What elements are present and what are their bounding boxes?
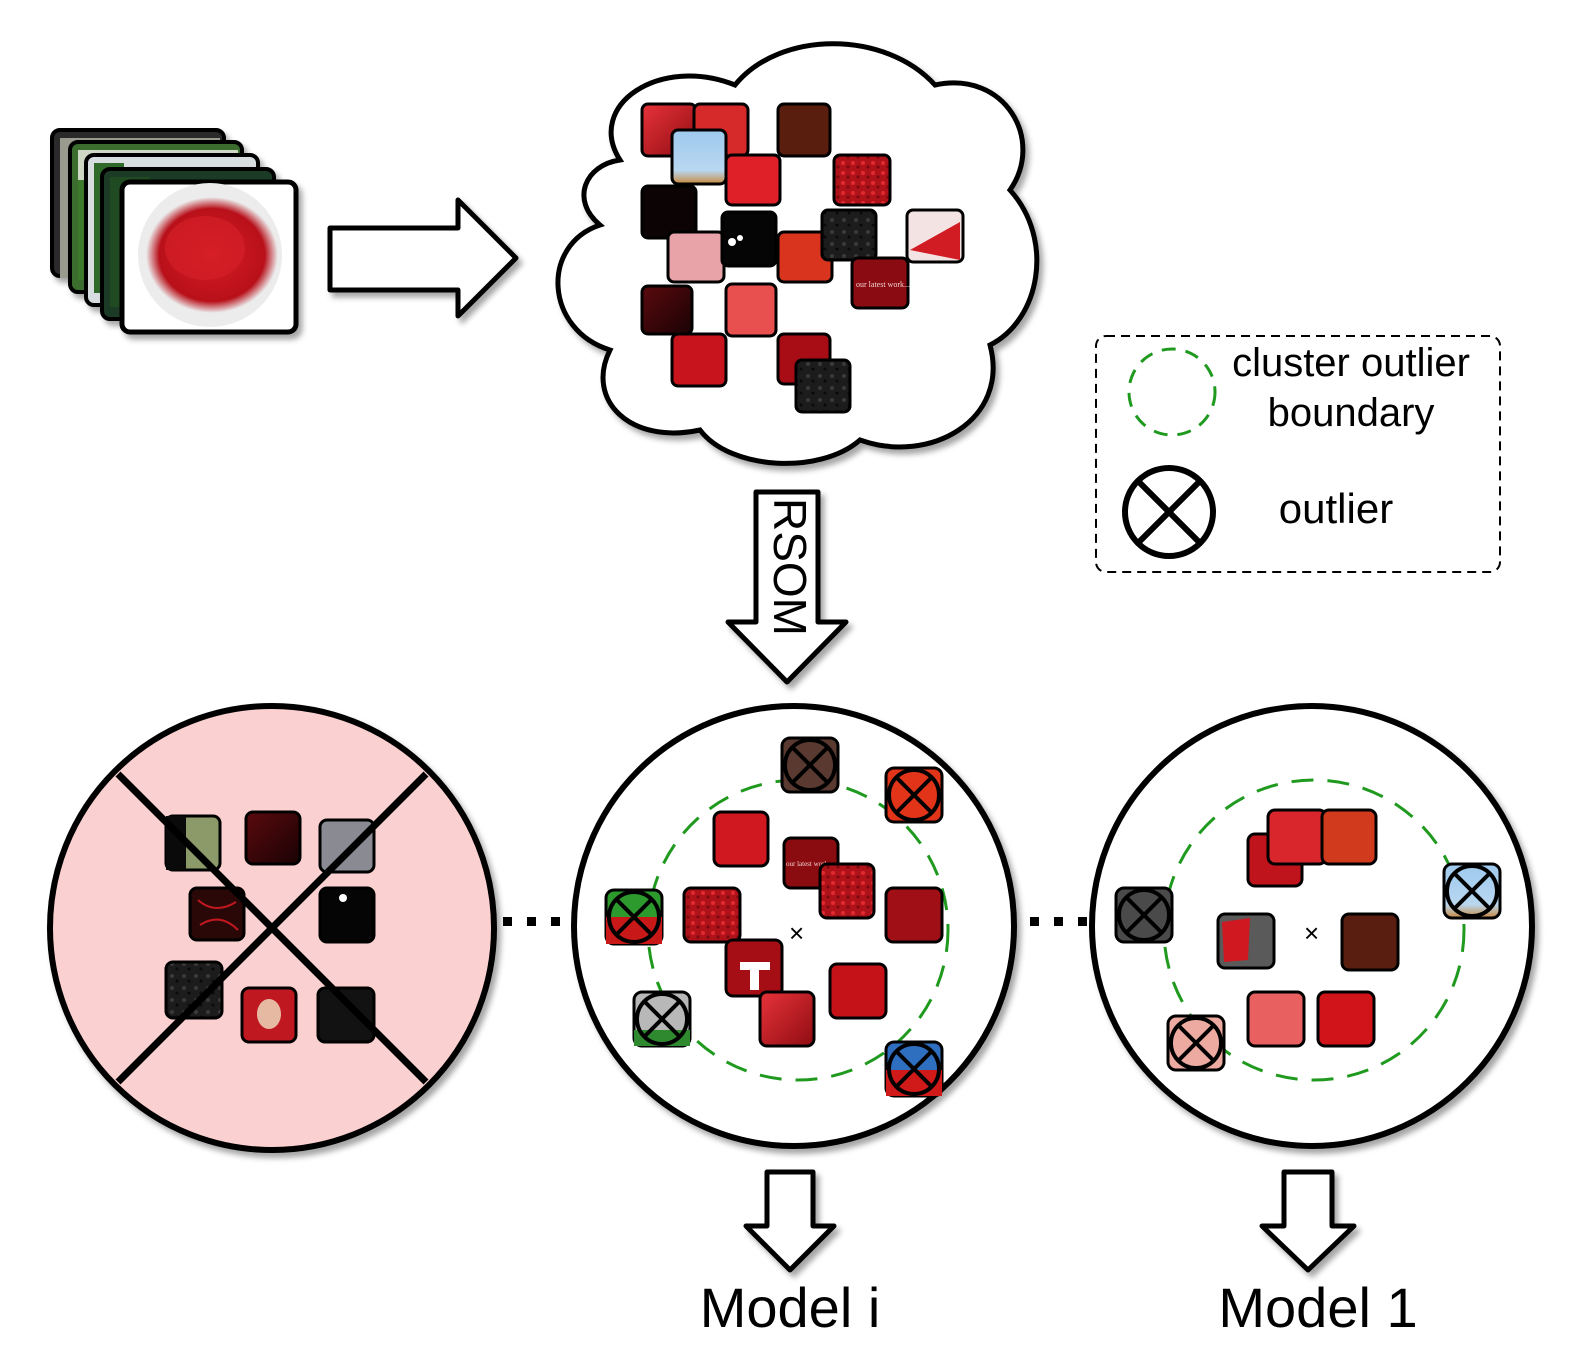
model-1-arrow xyxy=(1259,1169,1357,1273)
outlier-marker xyxy=(1114,886,1174,944)
cluster-1-center-mark: × xyxy=(1304,918,1319,948)
dots-right xyxy=(1030,917,1087,926)
legend-boundary-icon xyxy=(1127,347,1217,437)
input-image-stack xyxy=(50,128,299,335)
cloud-thumb-caption: our latest work... xyxy=(856,280,910,289)
model-1-label: Model 1 xyxy=(1218,1276,1418,1339)
cluster-i-center-mark: × xyxy=(789,918,804,948)
legend-outlier-label: outlier xyxy=(1278,485,1394,532)
model-i-label: Model i xyxy=(699,1276,881,1339)
rsom-label: RSOM xyxy=(764,498,816,636)
legend-boundary-label-line2: boundary xyxy=(1267,391,1435,435)
legend-box xyxy=(1095,335,1501,573)
outlier-marker xyxy=(780,736,840,794)
sample-cloud: our latest work... xyxy=(555,41,1040,466)
cluster-1: × xyxy=(1089,703,1535,1149)
outlier-marker xyxy=(884,766,944,824)
outlier-marker xyxy=(884,1040,944,1098)
dots-left xyxy=(503,917,560,926)
legend-outlier-icon xyxy=(1122,465,1216,559)
outlier-marker xyxy=(1442,862,1502,920)
discarded-cluster xyxy=(47,703,497,1153)
model-i-arrow xyxy=(743,1169,837,1273)
cluster-i: our latest work... × xyxy=(571,703,1017,1149)
outlier-marker xyxy=(1166,1014,1226,1072)
cluster-thumb-caption: our latest work... xyxy=(786,860,833,868)
rsom-arrow: RSOM xyxy=(725,489,849,685)
legend-boundary-label-line1: cluster outlier xyxy=(1232,341,1470,385)
outlier-marker xyxy=(604,888,664,946)
outlier-marker xyxy=(632,990,692,1048)
right-arrow xyxy=(327,197,519,319)
